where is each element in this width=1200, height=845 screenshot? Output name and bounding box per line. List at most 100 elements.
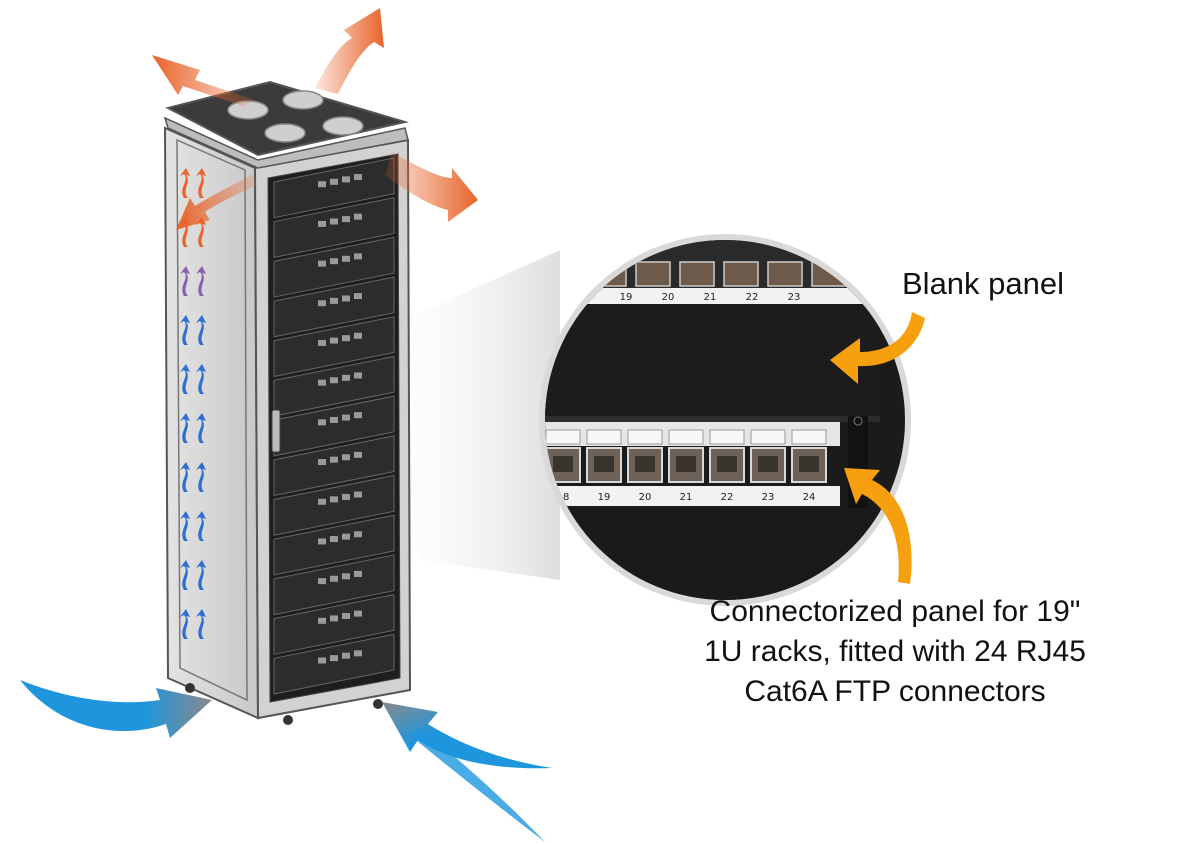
port-led <box>318 578 326 585</box>
side-airflow-arrow <box>180 560 190 590</box>
rj45-jack <box>553 456 573 472</box>
port-led <box>342 454 350 461</box>
side-airflow-arrow <box>180 413 190 443</box>
rack-units <box>273 157 395 695</box>
side-airflow-arrow <box>180 266 190 296</box>
side-airflow-arrow <box>196 217 206 247</box>
port-number: 19 <box>598 492 611 503</box>
port-led <box>354 451 362 458</box>
rj45-jack <box>758 456 778 472</box>
port-label-strip <box>545 429 581 445</box>
fan-icon <box>227 90 364 143</box>
port-led <box>342 652 350 659</box>
port-number: 22 <box>746 292 759 303</box>
port-led <box>330 456 338 463</box>
port-led <box>354 491 362 498</box>
rack-unit <box>273 435 395 497</box>
side-airflow-arrow <box>180 217 190 247</box>
port-number: 21 <box>680 492 693 503</box>
rj45-jack <box>676 456 696 472</box>
port-label-strip <box>791 429 827 445</box>
port-number: 19 <box>620 292 633 303</box>
port-led <box>330 258 338 265</box>
side-airflow-arrow <box>196 609 206 639</box>
callout-arrow <box>830 312 925 384</box>
side-airflow-arrow <box>196 511 206 541</box>
port-led <box>342 533 350 540</box>
port-led <box>318 181 326 188</box>
connectorized-panel-label-line: Connectorized panel for 19" <box>709 595 1081 628</box>
cool-air-arrow <box>410 728 545 842</box>
port-led <box>342 374 350 381</box>
rj45-port <box>767 261 803 287</box>
rj45-port <box>635 261 671 287</box>
port-led <box>342 255 350 262</box>
port-led <box>330 297 338 304</box>
port-led <box>354 332 362 339</box>
rj45-port <box>591 261 627 287</box>
rack-unit <box>273 474 395 536</box>
port-led <box>318 220 326 227</box>
cool-air-arrow <box>382 702 552 769</box>
rack-unit <box>273 633 395 695</box>
port-label-strip <box>668 429 704 445</box>
port-led <box>318 379 326 386</box>
rack-unit <box>273 554 395 616</box>
port-led <box>318 538 326 545</box>
side-airflow-arrows <box>180 168 206 639</box>
port-led <box>354 174 362 180</box>
top-patch-panel <box>547 261 847 287</box>
port-led <box>318 657 326 664</box>
port-led <box>318 498 326 505</box>
rack-unit <box>273 594 395 655</box>
port-led <box>342 295 350 302</box>
blank-panel <box>545 306 880 416</box>
rj45-port <box>679 261 715 287</box>
port-led <box>318 339 326 346</box>
port-number: 20 <box>662 292 675 303</box>
port-led <box>354 253 362 260</box>
port-led <box>330 218 338 225</box>
port-label-strip <box>750 429 786 445</box>
port-led <box>354 412 362 419</box>
hot-air-arrow <box>152 55 255 106</box>
port-led <box>342 176 350 183</box>
rack-unit <box>273 514 395 576</box>
connectorized-panel-label-line: 1U racks, fitted with 24 RJ45 <box>704 635 1086 668</box>
hot-air-arrow <box>385 152 478 222</box>
port-led <box>330 377 338 384</box>
side-airflow-arrow <box>196 462 206 492</box>
port-led <box>354 610 362 617</box>
port-number: 23 <box>762 492 775 503</box>
port-label-strip <box>627 429 663 445</box>
port-led <box>318 260 326 267</box>
rj45-port <box>723 261 759 287</box>
port-number: 24 <box>803 492 816 503</box>
port-led <box>342 573 350 580</box>
port-led <box>354 650 362 657</box>
rack-unit <box>273 276 395 338</box>
port-led <box>354 293 362 300</box>
side-airflow-arrow <box>180 364 190 394</box>
connectorized-panel-label-line: Cat6A FTP connectors <box>744 675 1046 708</box>
callout-arrow <box>844 468 912 584</box>
port-led <box>354 372 362 379</box>
rack-unit <box>273 157 395 219</box>
port-number: 21 <box>704 292 717 303</box>
connectorized-panel-label: Connectorized panel for 19" 1U racks, fi… <box>680 592 1110 712</box>
port-led <box>354 570 362 577</box>
port-led <box>330 615 338 622</box>
port-number: 20 <box>639 492 652 503</box>
rj45-jack <box>799 456 819 472</box>
port-led <box>330 655 338 662</box>
port-led <box>342 414 350 421</box>
port-led <box>342 216 350 223</box>
port-number: 18 <box>557 492 570 503</box>
port-led <box>330 178 338 185</box>
rack-feet <box>185 683 383 725</box>
side-airflow-arrow <box>180 462 190 492</box>
port-label-strip <box>586 429 622 445</box>
